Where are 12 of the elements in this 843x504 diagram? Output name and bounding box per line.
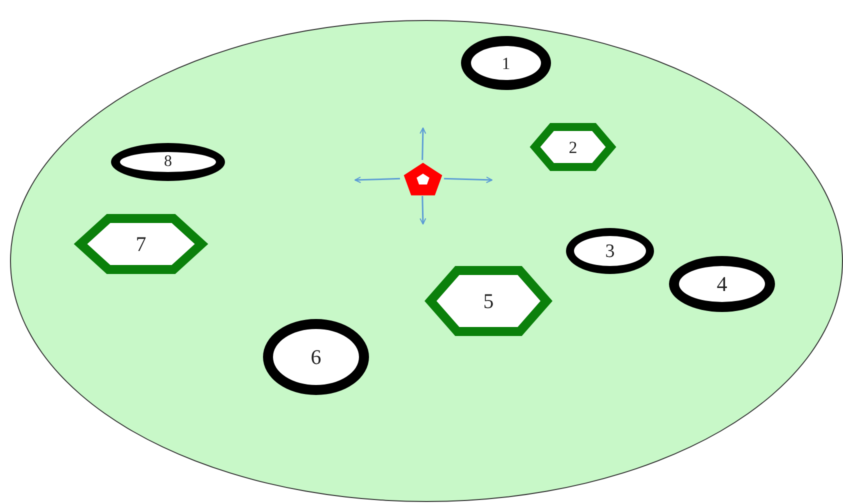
arrow [420,196,426,225]
node-number: 4 [716,274,728,294]
arrow [444,176,493,184]
node-number: 7 [136,234,146,254]
node-number: 6 [310,346,322,368]
node-number: 8 [164,154,172,170]
node-number: 1 [502,54,510,72]
arrow [354,176,400,184]
node-number: 2 [568,138,578,156]
node-number: 5 [483,290,494,312]
node-number: 3 [605,242,615,260]
arrow [420,127,426,160]
